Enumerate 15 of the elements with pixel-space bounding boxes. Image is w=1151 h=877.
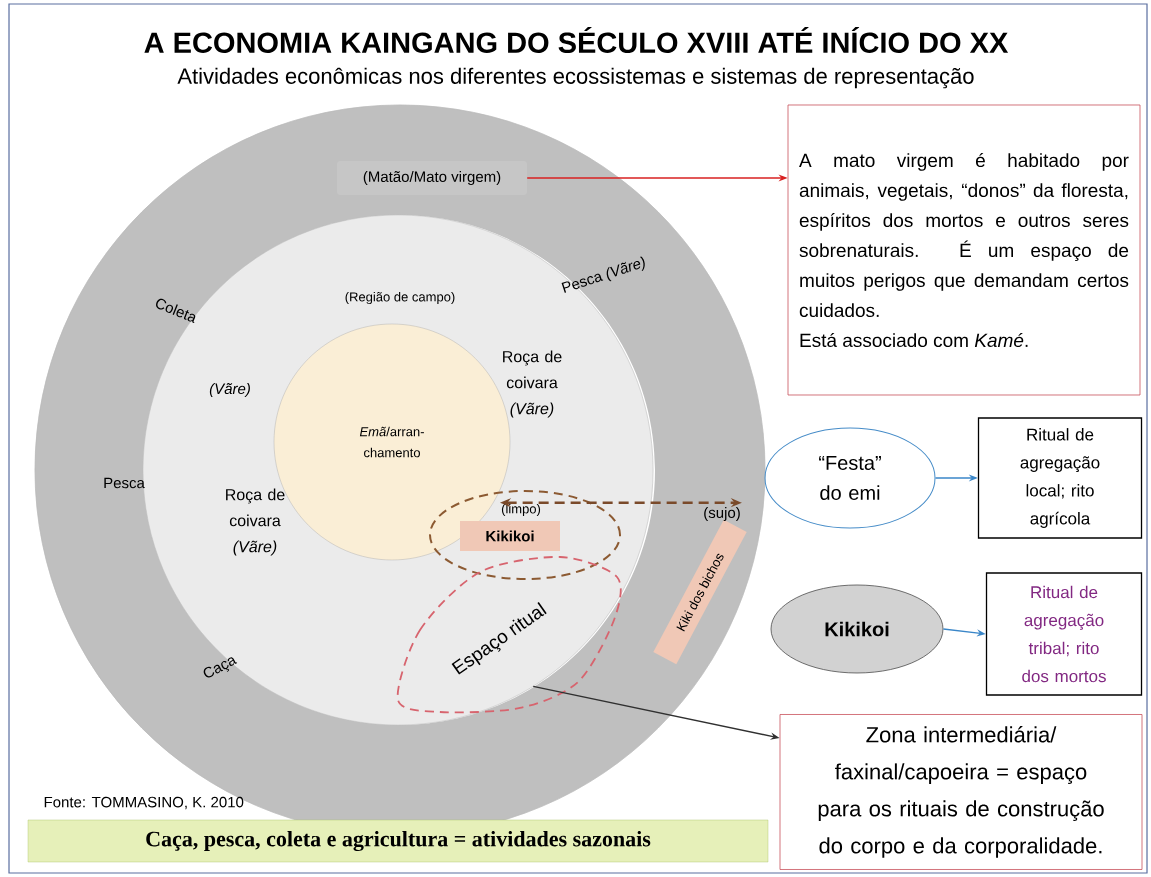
title: A ECONOMIA KAINGANG DO SÉCULO XVIII ATÉ INÍCIO DO XX — [144, 27, 1009, 53]
activity-label: Caça — [203, 657, 238, 678]
zone-label: (Região de campo) — [345, 291, 455, 305]
summary-banner: Caça, pesca, coleta e agricultura = atividades sazonais — [27, 819, 769, 863]
zone-label: (Matão/Mato virgem) — [337, 161, 527, 195]
subtitle: Atividades econômicas nos diferentes ecossistemas e sistemas de representação — [177, 67, 974, 89]
ritual-label: Kikikoi — [460, 521, 560, 551]
zone-label: (sujo) — [704, 507, 740, 521]
ritual-box: Ritual de agregação tribal; rito dos mortos — [985, 572, 1143, 696]
ritual-box: Ritual de agregação local; rito agrícola — [977, 417, 1143, 539]
info-box: Zona intermediária/ faxinal/capoeira = espaço para os rituais de construção do corpo e da corporalidade. — [779, 714, 1143, 870]
activity-label: Pesca — [104, 477, 145, 489]
activity-label: Coleta — [156, 298, 196, 324]
info-box: A mato virgem é habitado por animais, vegetais, “donos” da floresta, espíritos dos mortos e outros seres sobrenaturais. É um espaço de muitos perigos que demandam certos cuidados. Está associado com Kamé. — [787, 104, 1141, 396]
activity-label: (Vãre) — [209, 383, 250, 397]
